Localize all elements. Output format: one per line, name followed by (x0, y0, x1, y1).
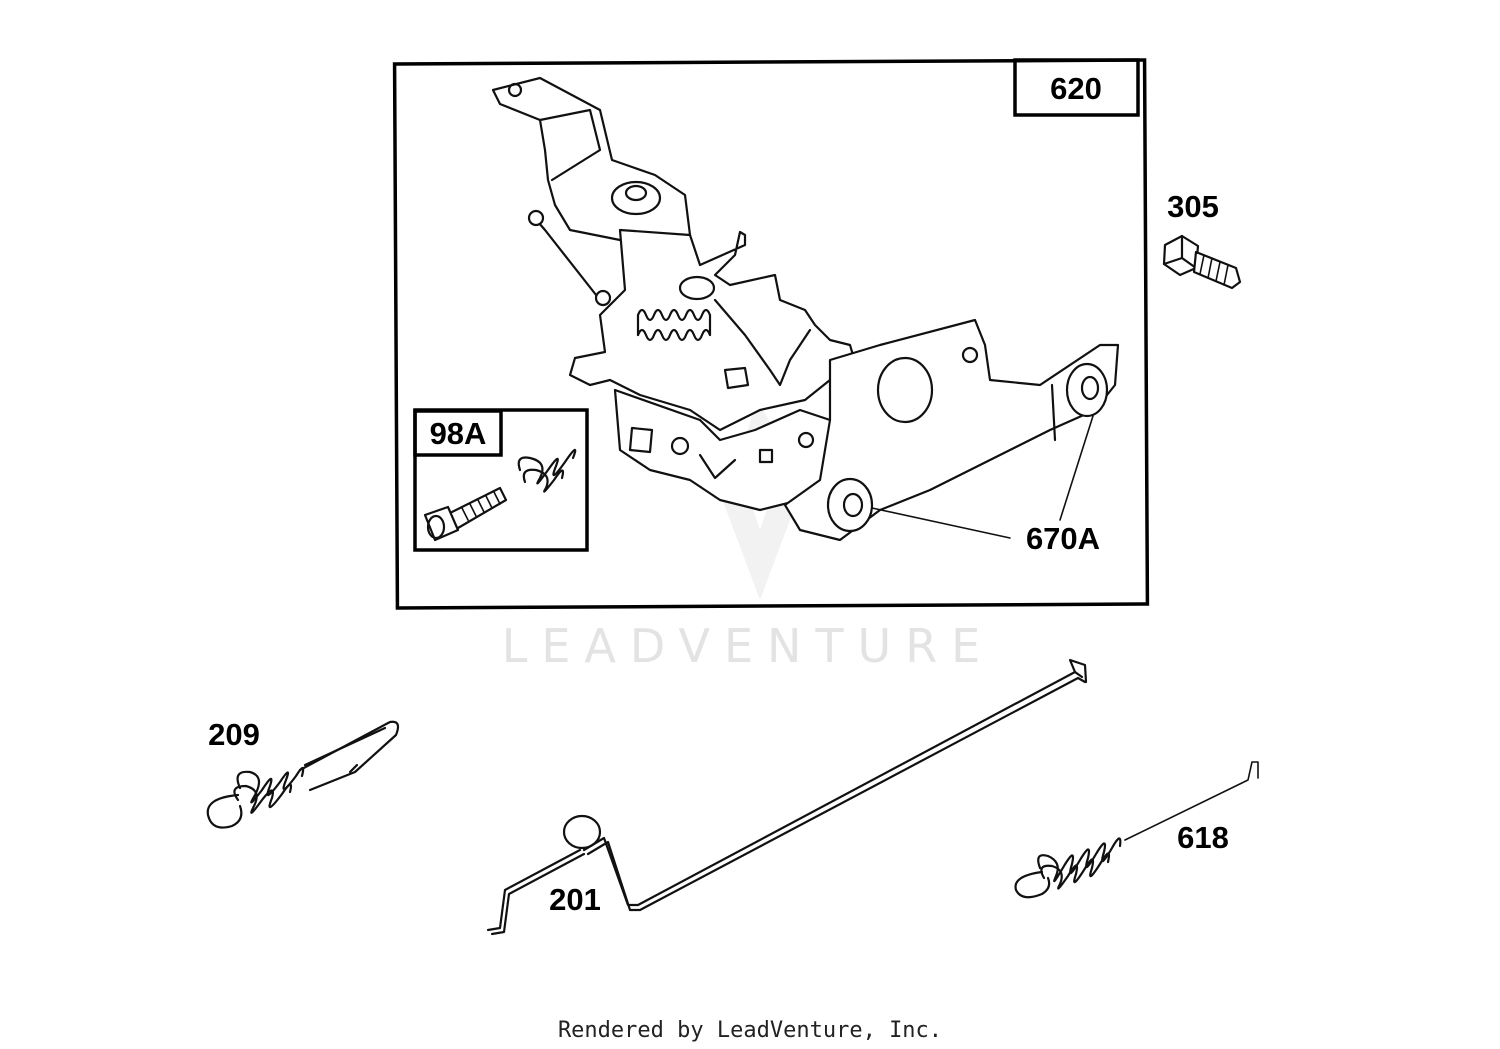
bolt-305[interactable] (1162, 234, 1242, 290)
sub-box-98A[interactable] (413, 408, 589, 552)
label-box-620 (1013, 58, 1140, 117)
part-label-209[interactable]: 209 (208, 717, 260, 752)
body-spring (636, 308, 712, 342)
footer-credit: Rendered by LeadVenture, Inc. (558, 1018, 942, 1043)
label-box-98A (413, 409, 503, 457)
assembly-box-620[interactable] (392, 58, 1150, 610)
part-label-618[interactable]: 618 (1177, 820, 1229, 855)
watermark-text: LEADVENTURE (502, 619, 995, 673)
part-label-201[interactable]: 201 (549, 882, 601, 917)
part-label-620[interactable]: 620 (1050, 71, 1102, 106)
control-bracket-drawing (491, 76, 1120, 542)
part-label-670A[interactable]: 670A (1026, 521, 1100, 556)
spring-618[interactable] (1014, 761, 1259, 899)
part-label-98A[interactable]: 98A (430, 416, 487, 451)
screw-and-spring-98A (423, 448, 577, 542)
link-rod-201[interactable] (486, 658, 1088, 936)
part-label-305[interactable]: 305 (1167, 189, 1219, 224)
spring-209[interactable] (206, 720, 400, 829)
